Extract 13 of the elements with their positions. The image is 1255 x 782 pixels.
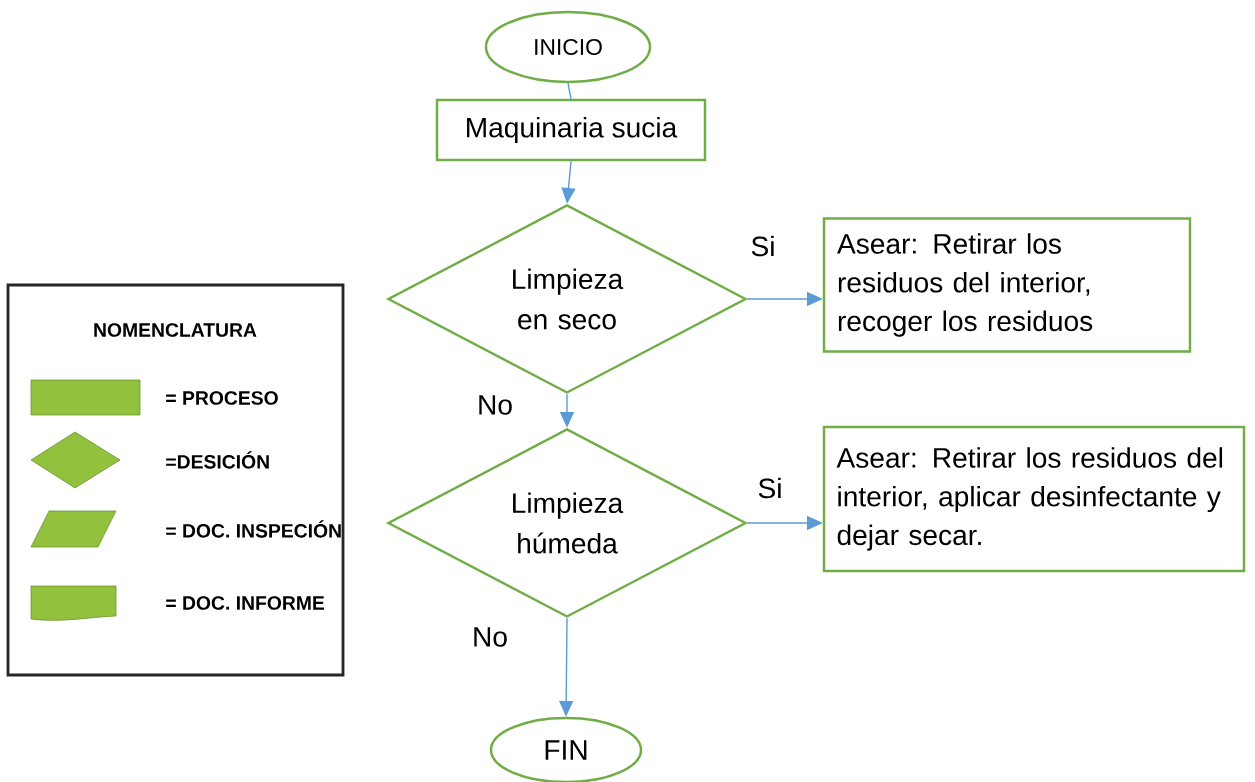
legend-heading: NOMENCLATURA [94,323,257,337]
process-box: Maquinaria sucia [435,98,707,162]
edge-label: Si [748,233,778,259]
edge-label: Si [755,475,785,501]
process-box: Asear: Retirar los residuos del interior, aplicar desinfectante y dejar secar. [822,425,1246,573]
legend-label: = DOC. INSPECIÓN [166,520,341,538]
edge-label: No [475,393,515,417]
legend-label: =DESICIÓN [166,451,269,469]
legend-label: = DOC. INFORME [166,596,325,610]
process-box: Asear: Retirar los residuos del interior, recoger los residuos [822,217,1192,353]
start-oval: INICIO [484,10,652,84]
legend-label: = PROCESO [166,391,278,405]
edge-label: No [470,625,510,649]
